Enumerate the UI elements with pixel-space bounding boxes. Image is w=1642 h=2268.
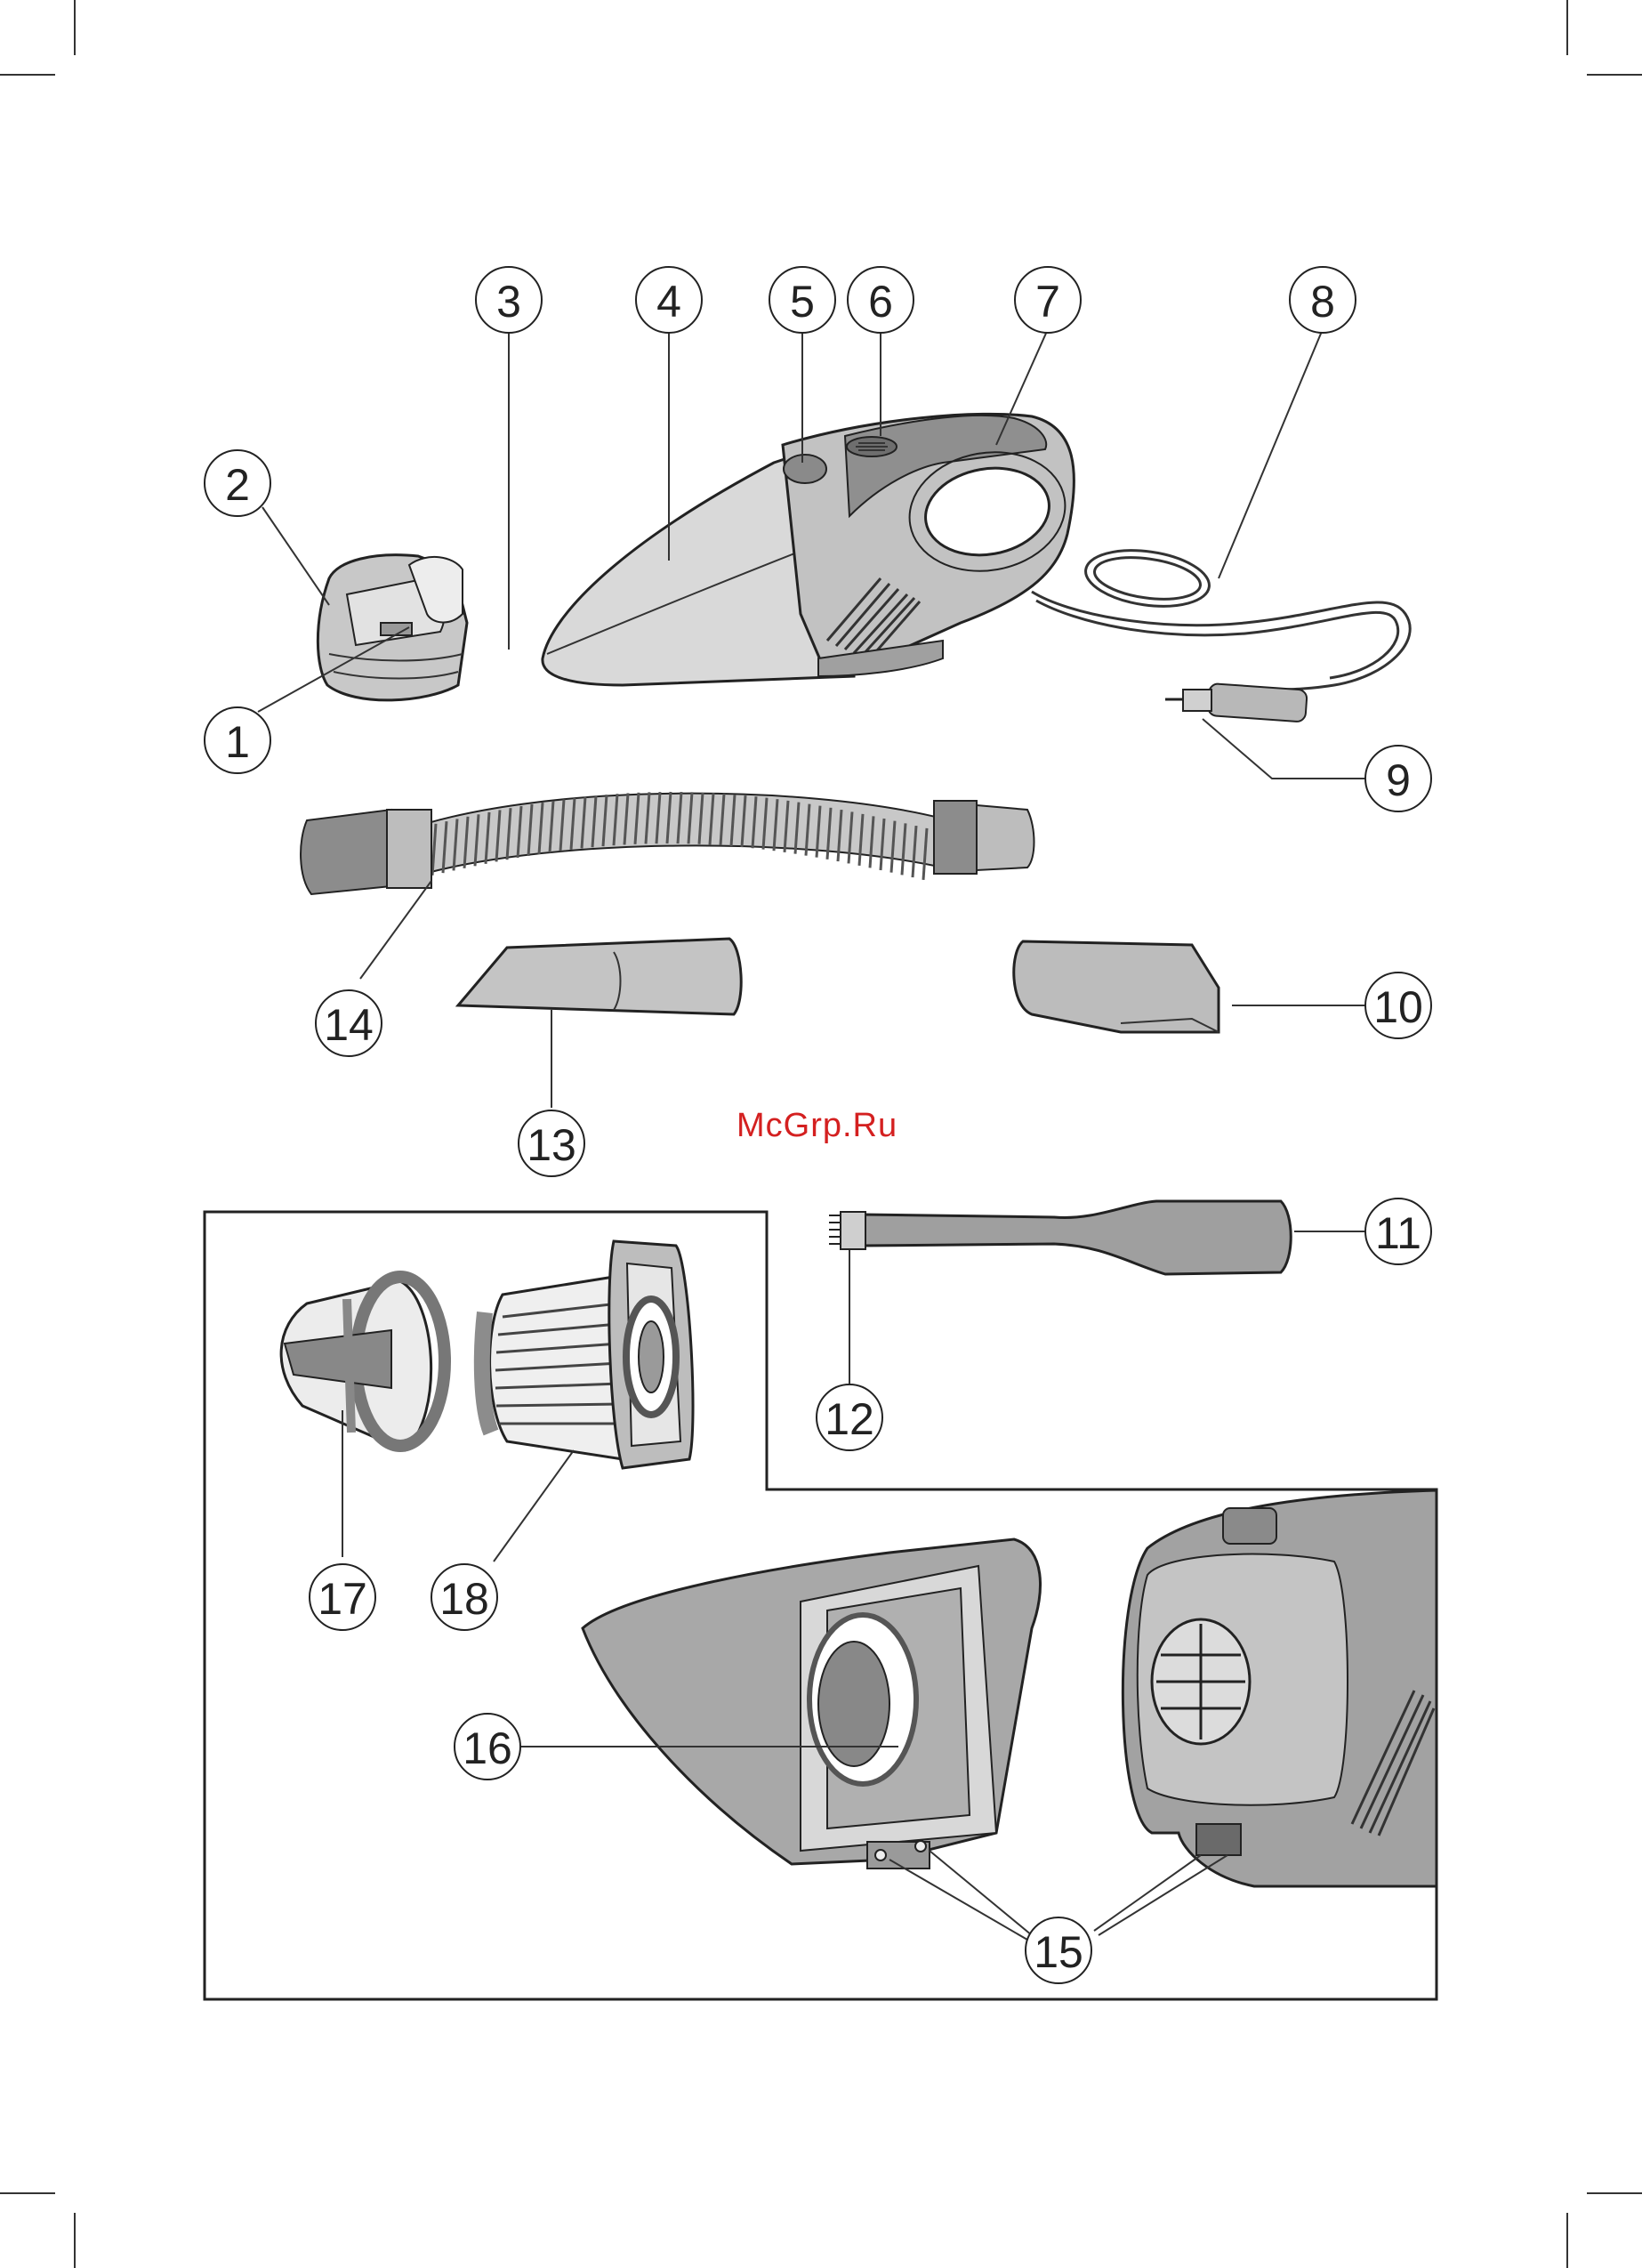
callout-4: 4 [656, 277, 681, 327]
filter-housing-part [318, 555, 467, 700]
callout-6: 6 [868, 277, 893, 327]
callout-17: 17 [318, 1574, 367, 1624]
callout-8: 8 [1310, 277, 1335, 327]
callout-12: 12 [825, 1394, 874, 1444]
vacuum-main-body [543, 414, 1075, 685]
callout-18: 18 [439, 1574, 489, 1624]
cartridge-filter [482, 1241, 693, 1468]
car-plug [1165, 683, 1308, 722]
callout-13: 13 [527, 1120, 576, 1170]
watermark-text: McGrp.Ru [736, 1107, 897, 1145]
callout-7: 7 [1035, 277, 1060, 327]
nozzle-with-filter [583, 1539, 1041, 1868]
callout-3: 3 [496, 277, 521, 327]
callout-15: 15 [1034, 1927, 1083, 1977]
wide-nozzle-tool [1014, 941, 1219, 1032]
callout-16: 16 [463, 1723, 512, 1773]
long-nozzle-with-brush [829, 1201, 1291, 1274]
rear-body-detail [1123, 1490, 1437, 1886]
pre-filter [281, 1277, 445, 1450]
callout-11: 11 [1375, 1208, 1421, 1258]
callout-10: 10 [1373, 982, 1423, 1032]
callout-9: 9 [1386, 755, 1411, 805]
flexible-hose [301, 792, 1034, 894]
callout-2: 2 [225, 460, 250, 510]
power-cord [1032, 544, 1410, 703]
crevice-tool [458, 939, 741, 1014]
callout-5: 5 [790, 277, 815, 327]
callout-1: 1 [225, 717, 250, 767]
callout-14: 14 [324, 1000, 374, 1050]
